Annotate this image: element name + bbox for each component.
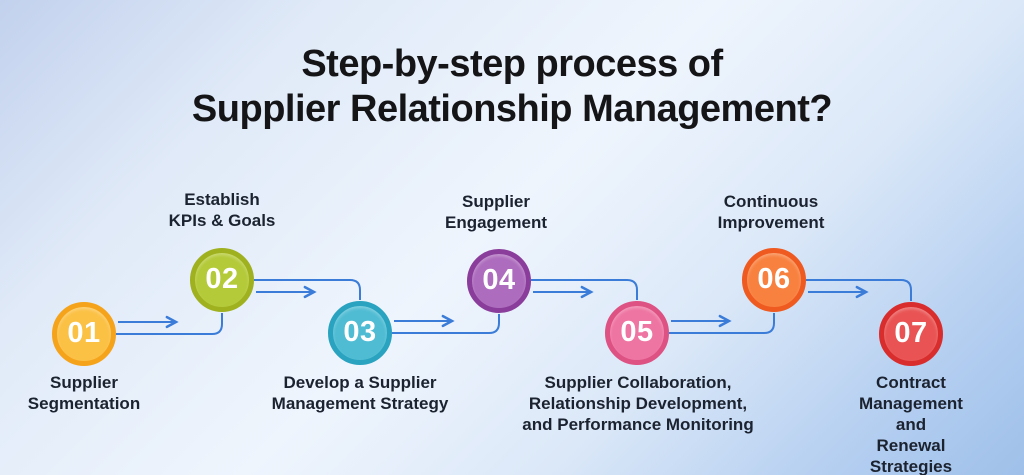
connector-elbow-2-3 <box>254 279 361 300</box>
page-title: Step-by-step process of Supplier Relatio… <box>191 43 833 130</box>
step-4-circle: 04 <box>467 249 531 313</box>
step-2-number: 02 <box>205 262 239 295</box>
step-2-label: Establish KPIs & Goals <box>168 190 276 230</box>
step-6-number: 06 <box>757 262 791 295</box>
step-1-label: Supplier Segmentation <box>27 373 141 413</box>
step-5-number: 05 <box>620 315 654 348</box>
step-4-number: 04 <box>482 263 516 296</box>
connector-elbow-4-5 <box>531 279 638 300</box>
connector-elbow-5-6 <box>669 313 775 334</box>
step-5-label: Supplier Collaboration, Relationship Dev… <box>522 373 754 434</box>
step-7-label: Contract Management and Renewal Strategi… <box>859 373 963 475</box>
step-3-label: Develop a Supplier Management Strategy <box>271 373 449 413</box>
connector-elbow-1-2 <box>116 313 223 335</box>
step-3-number: 03 <box>343 315 377 348</box>
step-7-number: 07 <box>894 316 928 349</box>
step-3-circle: 03 <box>328 301 392 365</box>
step-1-circle: 01 <box>52 302 116 366</box>
step-6-circle: 06 <box>742 248 806 312</box>
step-1-number: 01 <box>67 316 101 349</box>
connector-elbow-6-7 <box>806 279 912 301</box>
step-6-label: Continuous Improvement <box>717 192 825 232</box>
step-5-circle: 05 <box>605 301 669 365</box>
step-2-circle: 02 <box>190 248 254 312</box>
connector-elbow-3-4 <box>392 314 500 334</box>
step-4-label: Supplier Engagement <box>444 192 548 232</box>
step-7-circle: 07 <box>879 302 943 366</box>
